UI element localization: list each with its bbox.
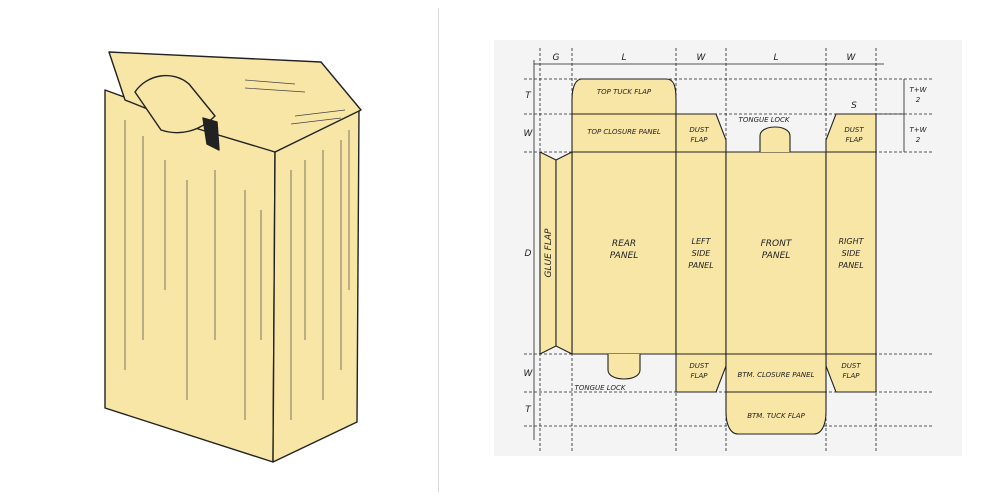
label-dust-flap-tr-1: DUST (844, 126, 864, 134)
label-right-side-1: RIGHT (838, 237, 864, 246)
label-dust-flap-tr-2: FLAP (846, 136, 864, 144)
left-side-panel (675, 151, 727, 355)
dim-t1: T (525, 91, 532, 101)
rear-panel (571, 151, 677, 355)
dust-flap-btm-left (675, 353, 727, 393)
dim-s: S (851, 101, 857, 111)
carton-tuck-flap (134, 74, 216, 134)
label-right-side-2: SIDE (842, 249, 862, 258)
label-dust-flap-tl-1: DUST (689, 126, 709, 134)
dim-w4: W (524, 369, 534, 379)
carton-side-face (272, 109, 360, 463)
dim-d: D (525, 249, 532, 259)
dim-l2: L (773, 53, 778, 63)
front-panel (725, 151, 827, 355)
label-glue-flap: GLUE FLAP (544, 228, 554, 277)
label-dust-flap-br-2: FLAP (843, 372, 861, 380)
carton-slot-shadow (202, 117, 220, 151)
dim-l1: L (621, 53, 626, 63)
panel-divider (438, 8, 439, 492)
label-dust-flap-br-1: DUST (841, 362, 861, 370)
label-top-closure-panel: TOP CLOSURE PANEL (587, 128, 661, 136)
right-side-panel (825, 151, 877, 355)
label-btm-tuck-flap: BTM. TUCK FLAP (747, 412, 805, 420)
label-left-side-3: PANEL (688, 261, 713, 270)
label-tongue-lock-bottom: TONGUE LOCK (575, 384, 627, 392)
dim-tw2-b: 2 (916, 136, 921, 144)
dust-flap-top-right (825, 113, 877, 153)
label-dust-flap-bl-2: FLAP (691, 372, 709, 380)
carton-front-face (104, 89, 276, 463)
tongue-lock-top-tab (759, 126, 791, 152)
top-tuck-flap (571, 78, 677, 115)
label-front-panel-2: PANEL (762, 251, 791, 261)
dim-tw-a: T+W (909, 86, 927, 94)
label-left-side-2: SIDE (692, 249, 712, 258)
label-front-panel-1: FRONT (761, 239, 793, 249)
dim-tw2-a: T+W (909, 126, 927, 134)
dim-w3: W (524, 129, 534, 139)
label-dust-flap-bl-1: DUST (689, 362, 709, 370)
dim-t2: T (525, 405, 532, 415)
dim-g: G (553, 53, 560, 63)
dim-tw-b: 2 (916, 96, 921, 104)
glue-flap-joint (555, 151, 573, 355)
label-rear-panel-2: PANEL (610, 251, 639, 261)
dim-w2: W (847, 53, 857, 63)
label-rear-panel-1: REAR (612, 239, 636, 249)
dieline-panel: G L W L W T W D W T S T+W 2 T+W 2 TOP TU… (494, 40, 962, 456)
label-right-side-3: PANEL (838, 261, 863, 270)
tongue-lock-bottom-tab (607, 354, 641, 380)
carton-3d-illustration (104, 51, 362, 463)
label-tongue-lock-top: TONGUE LOCK (739, 116, 791, 124)
label-btm-closure-panel: BTM. CLOSURE PANEL (738, 371, 815, 379)
dieline-diagram: G L W L W T W D W T S T+W 2 T+W 2 TOP TU… (524, 48, 934, 452)
btm-tuck-flap (725, 391, 827, 435)
dim-w1: W (697, 53, 707, 63)
label-top-tuck-flap: TOP TUCK FLAP (597, 88, 652, 96)
label-left-side-1: LEFT (692, 237, 712, 246)
dust-flap-top-left (675, 113, 727, 153)
label-dust-flap-tl-2: FLAP (691, 136, 709, 144)
